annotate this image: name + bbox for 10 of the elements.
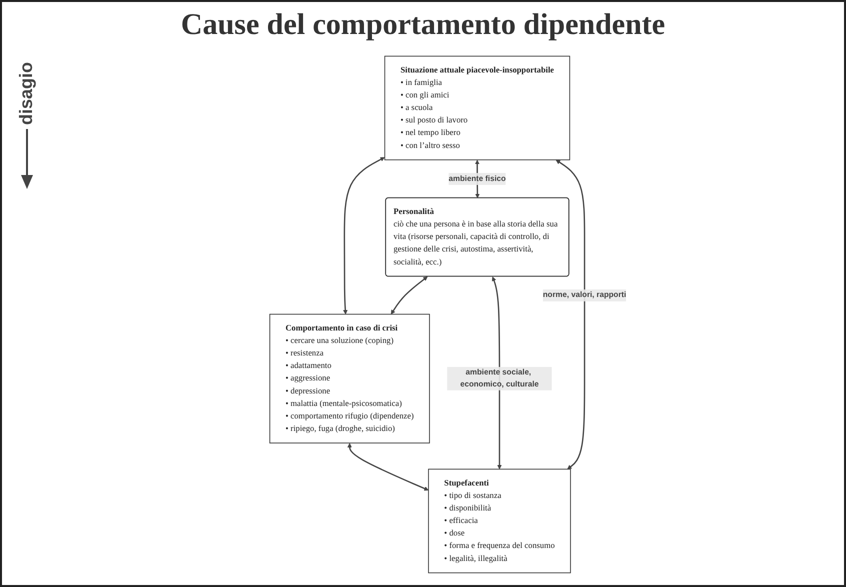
arrow: [343, 157, 385, 314]
diagram-title: Cause del comportamento dipendente: [180, 8, 666, 42]
arrow: [390, 276, 428, 314]
node-box: Stupefacenti • tipo di sostanza • disponibilità • efficacia • dose • forma e frequenza del consumo • legalità, illegalità: [428, 468, 571, 574]
node-box: Situazione attuale piacevole-insopportabile • in famiglia • con gli amici • a scuola • sul posto di lavoro • nel tempo libero • con l’altro sesso: [384, 56, 570, 160]
arrow: [556, 160, 586, 470]
axis-label: disagio: [16, 62, 37, 126]
arrow: [492, 276, 502, 470]
arrow: [347, 443, 429, 491]
node-box: Comportamento in caso di crisi • cercare una soluzione (coping) • resistenza • adattamento • aggressione • depressione • malattia (mentale-psicosomatica) • comportamento rifugio (dipendenze) • ripiego, fuga (droghe, suicidio): [269, 314, 430, 444]
